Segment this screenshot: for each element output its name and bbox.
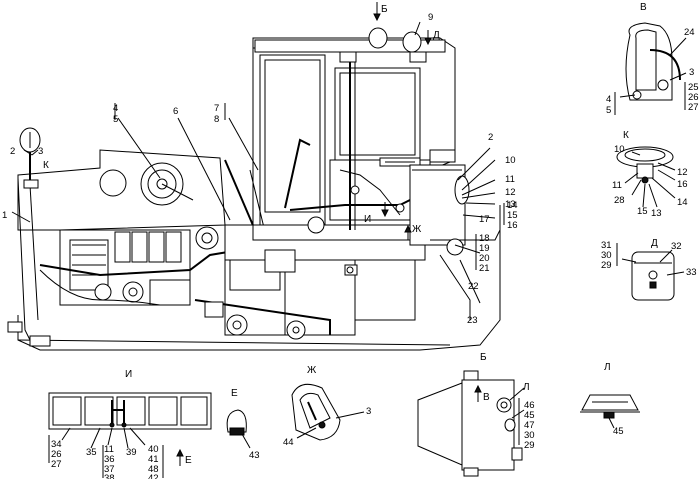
detail-view-k: К 10 12 16 11 28 15 13 14 xyxy=(612,130,688,219)
detail-view-b-title: Б xyxy=(480,352,487,363)
detail-i-label-40: 40 xyxy=(148,444,159,455)
label-18: 18 xyxy=(479,233,490,244)
detail-view-v: В 24 3 25 26 27 4 5 xyxy=(606,2,699,116)
detail-k-label-10: 10 xyxy=(614,144,625,155)
label-2: 2 xyxy=(10,146,15,157)
detail-v-label-4: 4 xyxy=(606,94,611,105)
detail-v-label-24: 24 xyxy=(684,27,695,38)
detail-view-i: И 34 26 27 35 11 36 37 38 39 40 41 48 42… xyxy=(48,369,212,479)
detail-view-k-title: К xyxy=(623,130,629,141)
detail-k-label-12: 12 xyxy=(677,167,688,178)
view-mark-b: Б xyxy=(381,4,388,15)
detail-d-label-30: 30 xyxy=(601,250,612,261)
detail-view-e: Е 43 xyxy=(226,388,260,461)
label-20: 20 xyxy=(479,253,490,264)
detail-zh-label-44: 44 xyxy=(283,437,294,448)
label-10: 10 xyxy=(505,155,516,166)
label-13: 13 xyxy=(505,199,516,210)
detail-view-d-title: Д xyxy=(651,238,658,249)
detail-d-label-32: 32 xyxy=(671,241,682,252)
detail-i-label-41: 41 xyxy=(148,454,159,465)
detail-l-label-45: 45 xyxy=(613,426,624,437)
detail-k-label-11: 11 xyxy=(612,180,622,191)
detail-b-label-30: 30 xyxy=(524,430,535,441)
detail-b-mark-l: Л xyxy=(523,382,530,393)
detail-i-label-42: 42 xyxy=(148,473,159,479)
detail-b-label-47: 47 xyxy=(524,420,535,431)
view-mark-d: Д xyxy=(433,30,440,41)
label-22: 22 xyxy=(468,281,479,292)
label-14: 14 xyxy=(507,200,518,211)
label-9: 9 xyxy=(428,12,433,23)
detail-i-arrow-e: Е xyxy=(185,455,192,466)
label-19: 19 xyxy=(479,243,490,254)
detail-i-label-34: 34 xyxy=(51,439,62,450)
detail-k-label-14: 14 xyxy=(677,197,688,208)
detail-d-label-31: 31 xyxy=(601,240,612,251)
detail-i-label-27: 27 xyxy=(51,459,62,470)
detail-view-l: Л 45 xyxy=(580,362,640,437)
label-7: 7 xyxy=(214,103,219,114)
detail-i-label-35: 35 xyxy=(86,447,97,458)
detail-k-label-16: 16 xyxy=(677,179,688,190)
detail-view-b: Б В Л 46 45 47 30 29 xyxy=(417,352,535,477)
detail-view-zh: Ж 3 44 xyxy=(283,365,371,448)
detail-i-label-48: 48 xyxy=(148,464,159,475)
label-3: 3 xyxy=(38,146,43,157)
label-2b: 2 xyxy=(488,132,493,143)
detail-i-label-36: 36 xyxy=(104,454,115,465)
detail-b-label-29: 29 xyxy=(524,440,535,451)
main-labels: 1 2 3 К 4 5 6 7 8 Б 9 Д 2 10 11 12 13 14… xyxy=(2,4,518,326)
label-21: 21 xyxy=(479,263,490,274)
label-15: 15 xyxy=(507,210,518,221)
label-11: 11 xyxy=(505,174,515,185)
detail-i-label-38: 38 xyxy=(104,473,115,479)
label-17: 17 xyxy=(479,214,490,225)
label-12: 12 xyxy=(505,187,516,198)
detail-b-label-46: 46 xyxy=(524,400,535,411)
view-mark-k: К xyxy=(43,160,49,171)
detail-i-label-11: 11 xyxy=(104,444,114,455)
label-5: 5 xyxy=(113,114,118,125)
detail-i-label-39: 39 xyxy=(126,447,137,458)
detail-view-d: Д 31 30 29 32 33 xyxy=(601,238,697,301)
detail-i-label-37: 37 xyxy=(104,464,115,475)
main-leader-lines xyxy=(11,2,505,304)
detail-v-label-3: 3 xyxy=(689,67,694,78)
detail-zh-label-3: 3 xyxy=(366,406,371,417)
detail-b-arrow-v: В xyxy=(483,392,490,403)
detail-k-label-13: 13 xyxy=(651,208,662,219)
detail-k-label-15: 15 xyxy=(637,206,648,217)
detail-view-zh-title: Ж xyxy=(307,365,317,376)
view-mark-i: И xyxy=(364,214,371,225)
detail-v-label-5: 5 xyxy=(606,105,611,116)
detail-v-label-27: 27 xyxy=(688,102,699,113)
view-mark-zh: Ж xyxy=(412,224,422,235)
detail-d-label-29: 29 xyxy=(601,260,612,271)
detail-v-label-26: 26 xyxy=(688,92,699,103)
detail-view-e-title: Е xyxy=(231,388,238,399)
detail-view-l-title: Л xyxy=(604,362,611,373)
label-4: 4 xyxy=(113,103,118,114)
detail-i-label-26: 26 xyxy=(51,449,62,460)
label-23: 23 xyxy=(467,315,478,326)
detail-e-label-43: 43 xyxy=(249,450,260,461)
detail-view-i-title: И xyxy=(125,369,132,380)
label-6: 6 xyxy=(173,106,178,117)
detail-d-label-33: 33 xyxy=(686,267,697,278)
detail-k-label-28: 28 xyxy=(614,195,625,206)
detail-view-v-title: В xyxy=(640,2,647,13)
detail-v-label-25: 25 xyxy=(688,82,699,93)
label-1: 1 xyxy=(2,210,7,221)
label-16: 16 xyxy=(507,220,518,231)
detail-b-label-45: 45 xyxy=(524,410,535,421)
main-tractor-view xyxy=(7,27,501,351)
label-8: 8 xyxy=(214,114,219,125)
